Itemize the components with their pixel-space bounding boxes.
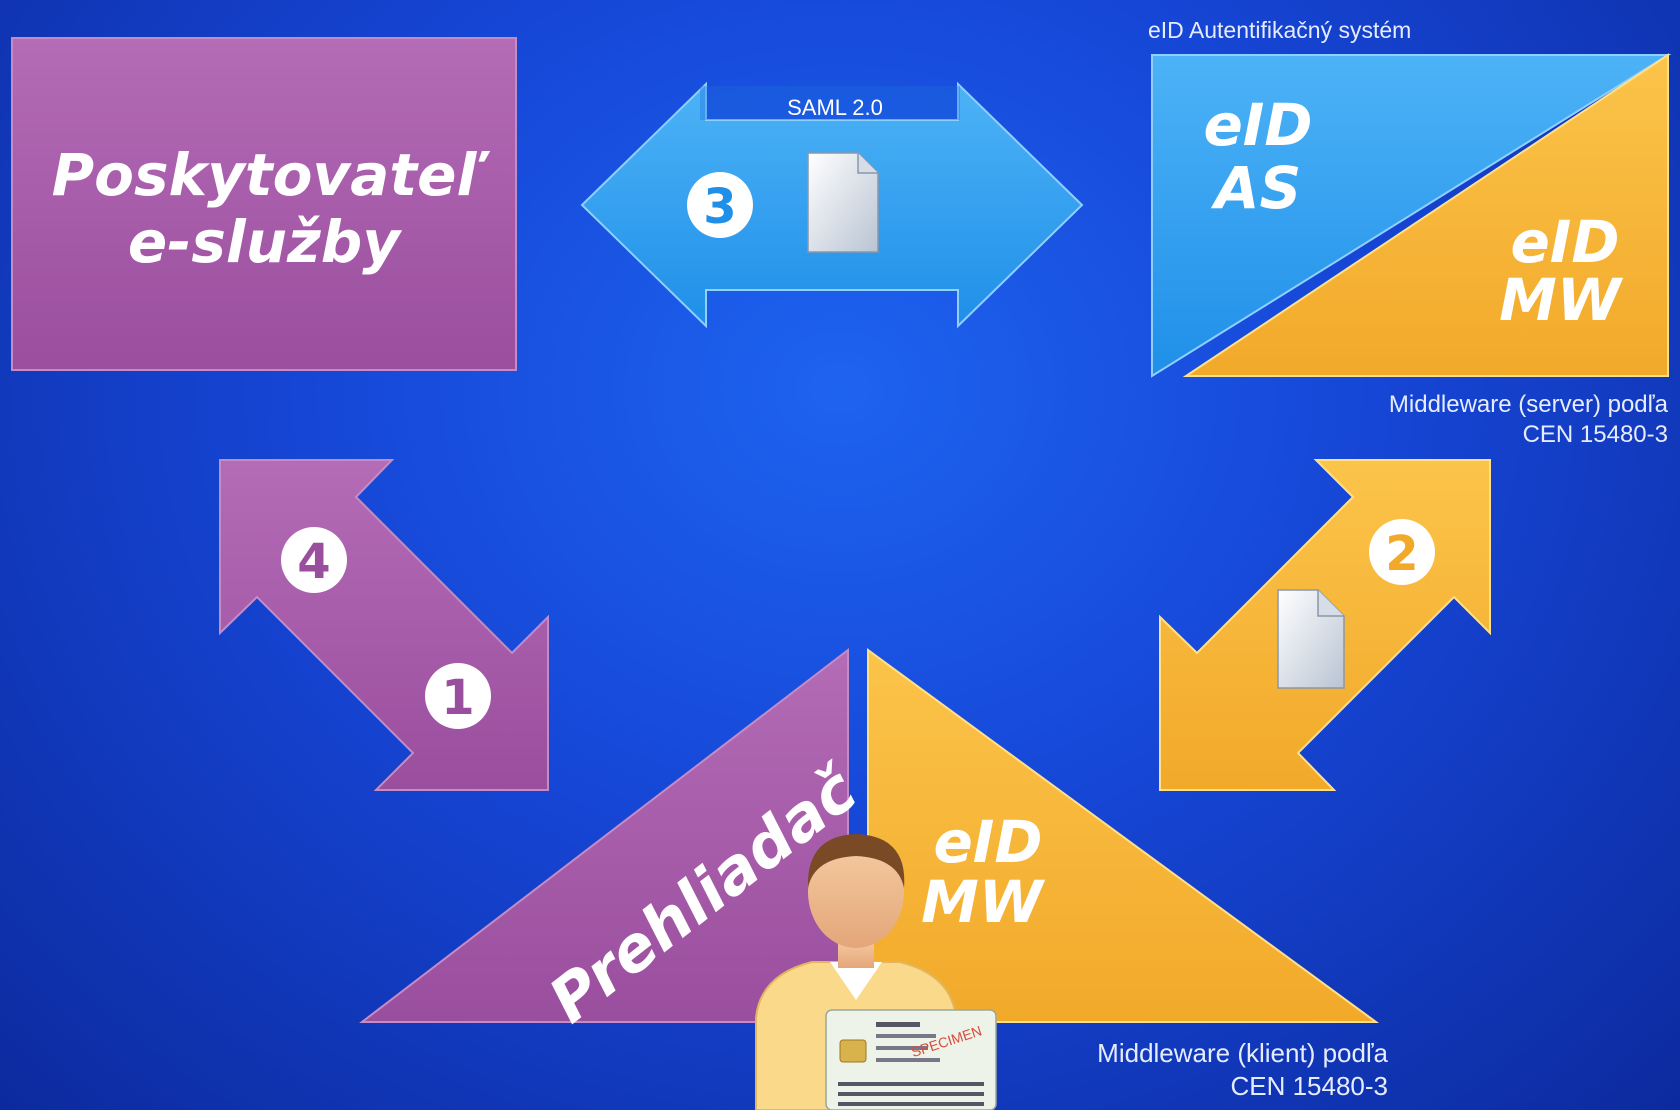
step-4-number: 4	[297, 534, 330, 590]
saml-arrow: SAML 2.0 3	[580, 81, 1084, 329]
step-4-badge: 4	[281, 527, 347, 593]
browser-provider-arrow: 4 1	[219, 459, 549, 791]
eid-mw-client-line1: eID	[933, 808, 1042, 876]
step-2-number: 2	[1385, 526, 1418, 582]
document-icon	[807, 152, 879, 253]
step-2-badge: 2	[1369, 519, 1435, 585]
client-server-arrow: 2	[1159, 459, 1491, 791]
step-1-badge: 1	[425, 663, 491, 729]
saml-label: SAML 2.0	[787, 95, 883, 120]
step-3-number: 3	[703, 179, 736, 235]
eid-mw-server-panel	[1182, 53, 1669, 377]
auth-system-caption: eID Autentifikačný systém	[1148, 17, 1411, 43]
eid-mw-server-line1: eID	[1510, 208, 1619, 276]
service-provider-box: Poskytovateľ e-služby	[11, 37, 517, 371]
eid-as-line2: AS	[1211, 154, 1302, 222]
eid-as-line1: eID	[1203, 91, 1312, 159]
eid-mw-client-panel: eID MW Middleware (klient) podľa CEN 154…	[867, 648, 1389, 1101]
document-icon	[1277, 589, 1345, 689]
client-footnote-line2: CEN 15480-3	[1230, 1071, 1388, 1101]
provider-line1: Poskytovateľ	[52, 141, 491, 209]
step-3-badge: 3	[687, 172, 753, 238]
eid-as-panel	[1151, 54, 1672, 378]
provider-line2: e-služby	[128, 208, 402, 276]
eid-mw-client-line2: MW	[921, 868, 1046, 936]
client-footnote-line1: Middleware (klient) podľa	[1097, 1038, 1388, 1068]
server-footnote-line2: CEN 15480-3	[1523, 421, 1668, 448]
eid-auth-system: eID Autentifikačný systém eID AS eID MW …	[1148, 17, 1672, 448]
step-1-number: 1	[441, 670, 474, 726]
id-card-icon: SPECIMEN	[825, 1009, 997, 1110]
eid-mw-server-line2: MW	[1499, 266, 1624, 334]
server-footnote-line1: Middleware (server) podľa	[1389, 391, 1669, 418]
